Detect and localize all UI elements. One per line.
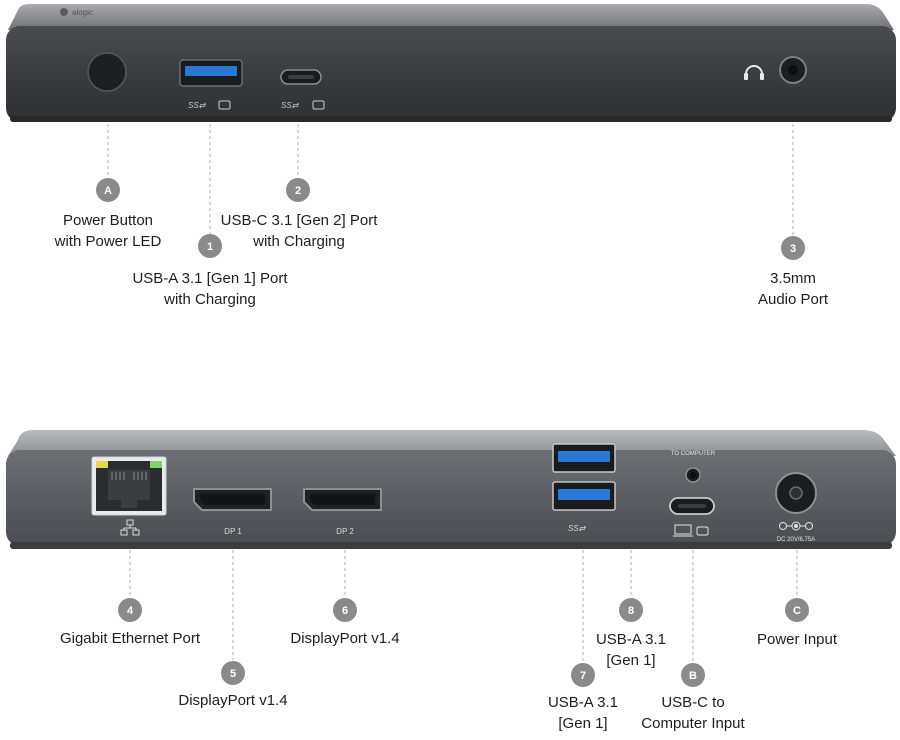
svg-text:B: B	[689, 670, 697, 682]
network-icon	[120, 519, 140, 536]
badge-C: C	[785, 598, 809, 622]
label-line: Power Button	[62, 212, 154, 229]
label-usb-c-computer: USB-C to Computer Input	[633, 692, 753, 734]
displayport-2: DP 2	[303, 488, 382, 536]
top-dock-front: alogic SS⇄ SS⇄	[6, 4, 896, 122]
bottom-dock-rear: DP 1 DP 2 SS⇄ TO COMPUTER	[6, 430, 896, 549]
ethernet-port	[91, 456, 167, 516]
svg-text:3: 3	[790, 243, 796, 255]
usb-a-port-rear-lower	[552, 481, 616, 511]
top-dock-base	[10, 116, 892, 122]
label-usb-c-front: USB-C 3.1 [Gen 2] Port with Charging	[208, 210, 390, 252]
svg-text:8: 8	[628, 605, 634, 617]
label-line: Power Input	[756, 631, 838, 648]
label-displayport-1: DisplayPort v1.4	[168, 690, 298, 711]
svg-text:C: C	[793, 605, 801, 617]
audio-jack-hole	[788, 65, 798, 75]
svg-text:A: A	[104, 185, 112, 197]
laptop-icon	[673, 524, 693, 537]
activity-led	[96, 461, 108, 468]
label-power-input: Power Input	[747, 629, 847, 650]
to-computer-text: TO COMPUTER	[671, 451, 716, 457]
label-line: USB-A 3.1	[595, 631, 667, 648]
label-line: Audio Port	[757, 291, 829, 308]
badge-1: 1	[198, 234, 222, 258]
label-line: DisplayPort v1.4	[290, 630, 400, 647]
svg-text:2: 2	[295, 185, 301, 197]
charging-icon	[312, 100, 325, 110]
badge-3: 3	[781, 236, 805, 260]
svg-text:7: 7	[580, 670, 586, 682]
label-line: USB-C to	[661, 694, 725, 711]
badge-6: 6	[333, 598, 357, 622]
badge-A: A	[96, 178, 120, 202]
link-led	[150, 461, 162, 468]
charging-icon	[218, 100, 231, 110]
label-power-button: Power Button with Power LED	[38, 210, 178, 252]
top-dock-lid	[8, 4, 894, 30]
bottom-dock-body	[6, 450, 896, 546]
dp1-label: DP 1	[224, 527, 242, 536]
label-line: [Gen 1]	[606, 652, 656, 669]
label-usb-a-rear-lower: USB-A 3.1 [Gen 1]	[540, 692, 626, 734]
label-line: Gigabit Ethernet Port	[59, 630, 201, 647]
label-line: 3.5mm	[770, 270, 816, 287]
alogic-logo-icon	[60, 8, 68, 16]
badge-2: 2	[286, 178, 310, 202]
label-line: DisplayPort v1.4	[178, 692, 288, 709]
dc-polarity-icon	[779, 521, 813, 531]
label-line: USB-A 3.1 [Gen 1] Port	[132, 270, 288, 287]
label-audio-port: 3.5mm Audio Port	[743, 268, 843, 310]
label-line: USB-C 3.1 [Gen 2] Port	[220, 212, 378, 229]
usb-c-port-front: SS⇄	[280, 69, 325, 110]
displayport-1: DP 1	[193, 488, 272, 536]
label-line: with Charging	[253, 233, 345, 250]
badge-7: 7	[571, 663, 595, 687]
bottom-dock-base	[10, 542, 892, 549]
label-line: [Gen 1]	[558, 715, 608, 732]
svg-text:5: 5	[230, 668, 236, 680]
label-line: with Power LED	[54, 233, 162, 250]
dp2-label: DP 2	[336, 527, 354, 536]
top-dock-body	[6, 26, 896, 122]
badge-8: 8	[619, 598, 643, 622]
label-ethernet: Gigabit Ethernet Port	[50, 628, 210, 649]
usb-ss-icon: SS⇄	[568, 524, 587, 533]
bottom-dock-lid	[8, 430, 896, 456]
charging-icon	[696, 526, 709, 536]
power-button	[87, 52, 127, 92]
badge-B: B	[681, 663, 705, 687]
top-leader-lines	[107, 124, 794, 236]
label-usb-a-rear-upper: USB-A 3.1 [Gen 1]	[588, 629, 674, 671]
usb-a-port-front: SS⇄	[179, 59, 243, 110]
label-line: Computer Input	[641, 715, 745, 732]
usb-a-port-rear-upper	[552, 443, 616, 473]
usb-c-port-rear	[669, 497, 715, 515]
label-displayport-2: DisplayPort v1.4	[280, 628, 410, 649]
label-line: with Charging	[164, 291, 256, 308]
bottom-leader-lines	[129, 550, 798, 662]
badge-4: 4	[118, 598, 142, 622]
headset-icon	[744, 65, 764, 80]
brand-logo: alogic	[72, 8, 93, 17]
usb-ss-icon: SS⇄	[188, 101, 207, 110]
label-line: USB-A 3.1	[547, 694, 619, 711]
badge-5: 5	[221, 661, 245, 685]
dc-rating-text: DC 20V/6.75A	[777, 537, 815, 543]
svg-text:1: 1	[207, 241, 213, 253]
svg-text:6: 6	[342, 605, 348, 617]
usb-ss10-icon: SS⇄	[281, 101, 300, 110]
svg-text:4: 4	[127, 605, 134, 617]
label-usb-a-front: USB-A 3.1 [Gen 1] Port with Charging	[118, 268, 302, 310]
